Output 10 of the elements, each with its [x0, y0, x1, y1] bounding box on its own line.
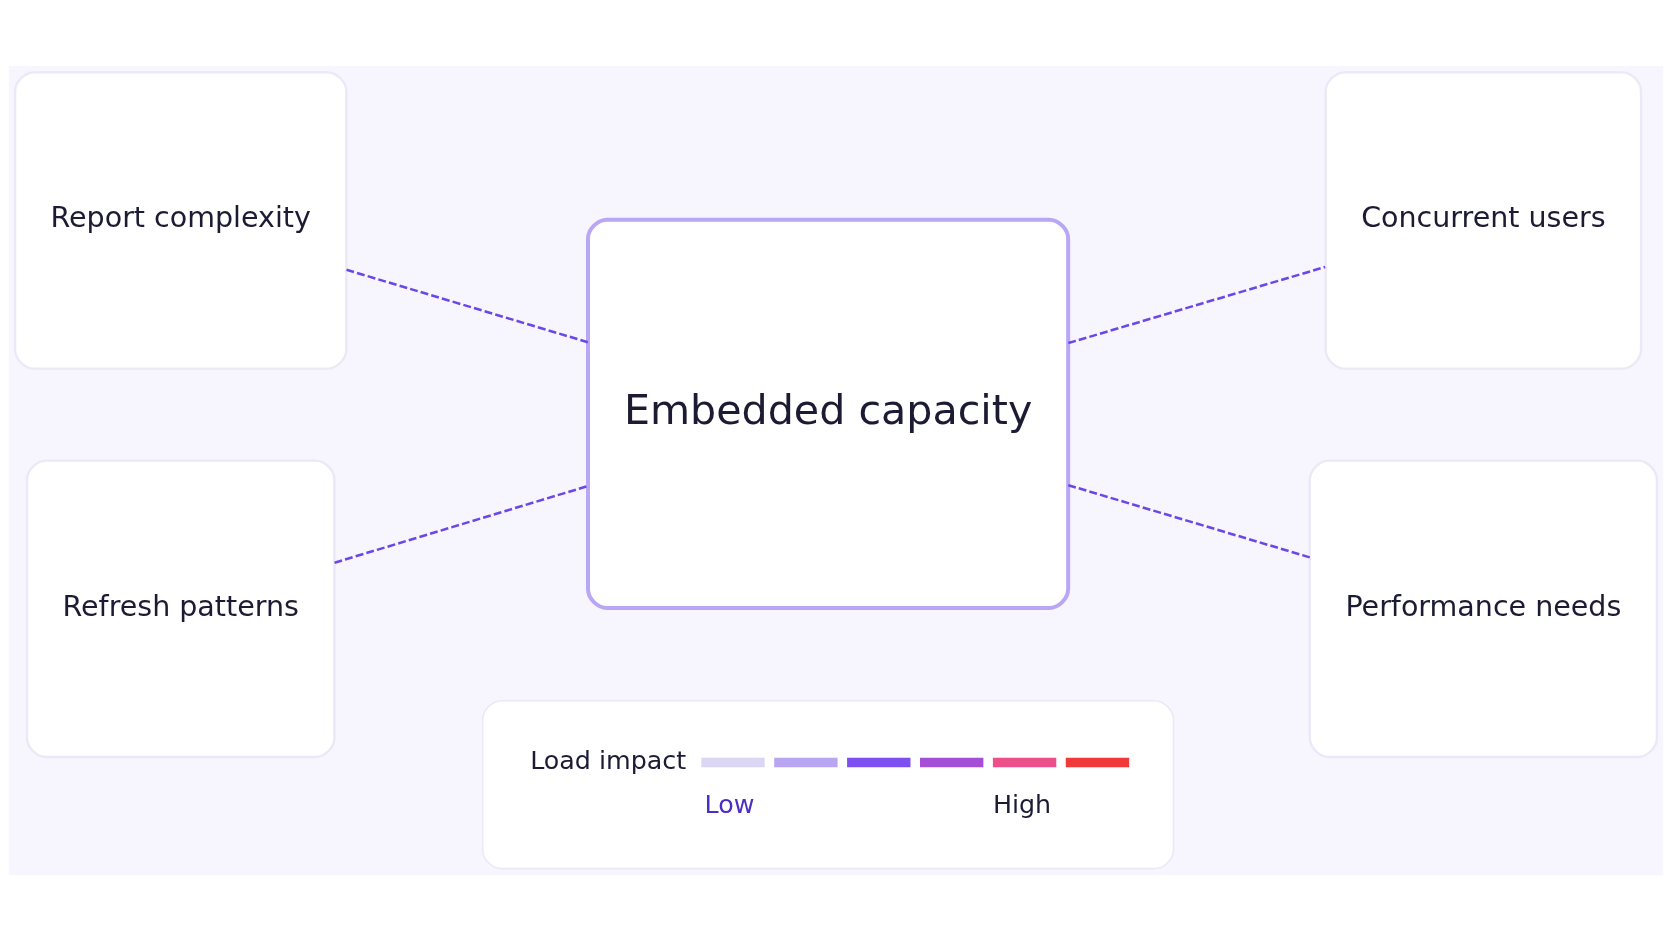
connector	[346, 268, 589, 344]
connector	[334, 484, 589, 564]
connector	[1067, 483, 1311, 559]
node-box: Load impact Low High	[481, 699, 1175, 870]
node-box: Report complexity	[13, 71, 348, 370]
connector	[1067, 265, 1326, 345]
node-box: Refresh patterns	[25, 459, 336, 759]
node-box: Performance needs	[1308, 459, 1659, 759]
node-box: Embedded capacity	[586, 217, 1071, 610]
node-box: Concurrent users	[1324, 71, 1643, 370]
